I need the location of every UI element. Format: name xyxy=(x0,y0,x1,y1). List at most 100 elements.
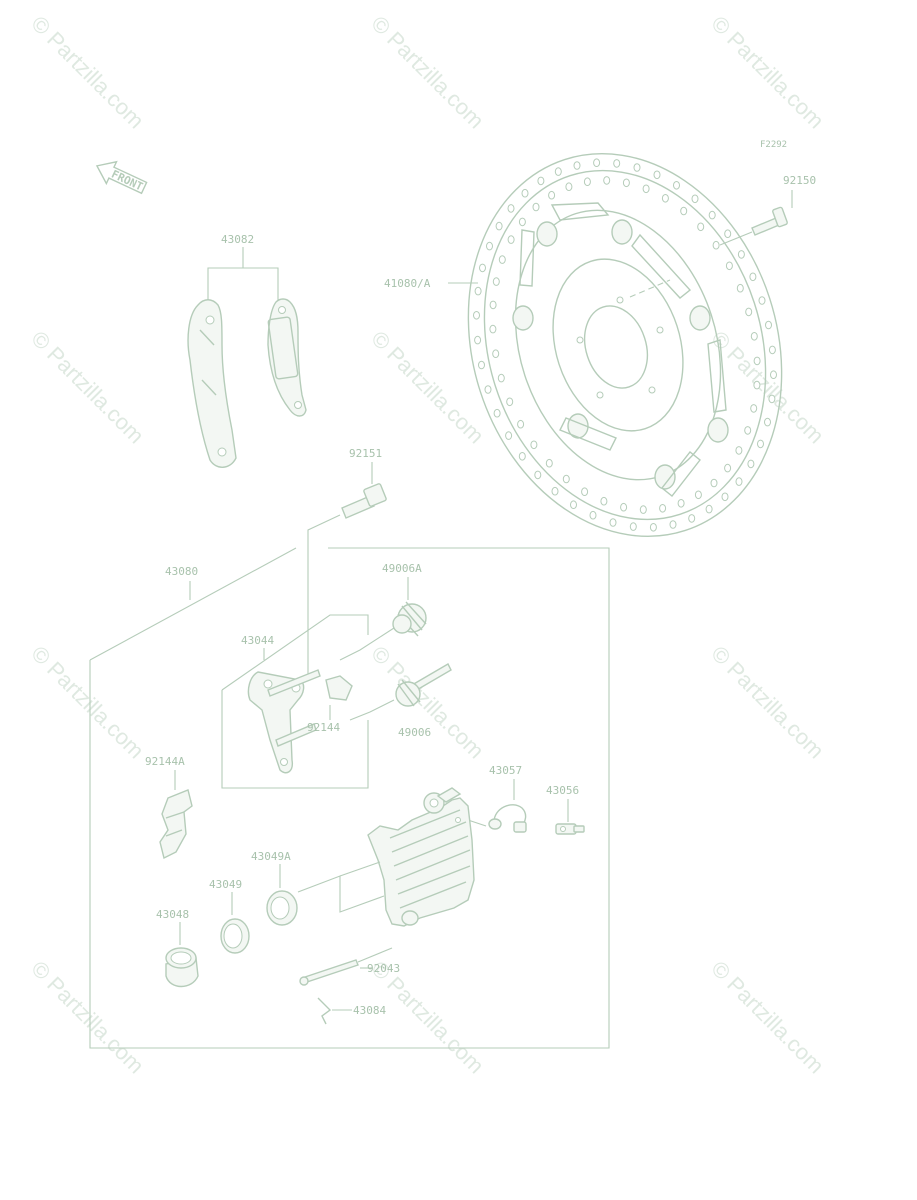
disc-drill-holes xyxy=(473,158,777,532)
label-49006a: 49006A xyxy=(382,562,422,575)
disc-drill-hole xyxy=(725,261,733,271)
disc-drill-hole xyxy=(705,504,713,514)
disc-drill-hole xyxy=(649,523,657,532)
disc-drill-hole xyxy=(629,522,637,531)
disc-drill-hole xyxy=(489,324,497,334)
disc-drill-hole xyxy=(613,159,621,168)
disc-bolt[interactable] xyxy=(751,206,788,236)
disc-drill-hole xyxy=(669,520,677,529)
pin-retaining-clip[interactable] xyxy=(317,997,332,1025)
brake-pad-right[interactable] xyxy=(267,298,307,417)
label-43084: 43084 xyxy=(353,1004,386,1017)
label-92144a: 92144A xyxy=(145,755,185,768)
disc-drill-hole xyxy=(507,204,515,213)
label-43056: 43056 xyxy=(546,784,579,797)
piston-seal-43049a[interactable] xyxy=(266,890,298,926)
disc-drill-hole xyxy=(489,300,497,310)
label-92150: 92150 xyxy=(783,174,816,187)
disc-drill-hole xyxy=(737,250,745,259)
disc-drill-hole xyxy=(765,320,772,330)
disc-drill-hole xyxy=(639,505,647,514)
disc-drill-hole xyxy=(562,474,570,484)
disc-drill-hole xyxy=(661,194,669,203)
disc-drill-hole xyxy=(603,176,611,185)
disc-drill-hole xyxy=(642,184,650,194)
disc-drill-hole xyxy=(710,478,718,488)
disc-drill-hole xyxy=(554,167,562,176)
disc-drill-hole xyxy=(768,345,776,355)
disc-drill-hole xyxy=(750,332,758,341)
label-92151: 92151 xyxy=(349,447,382,460)
disc-drill-hole xyxy=(758,296,766,305)
bleeder-hose[interactable] xyxy=(488,804,527,833)
label-43082: 43082 xyxy=(221,233,254,246)
disc-drill-hole xyxy=(473,311,480,320)
anti-rattle-spring[interactable] xyxy=(159,789,193,860)
label-92043: 92043 xyxy=(367,962,400,975)
watermark-layer: © Partzilla.com © Partzilla.com © Partzi… xyxy=(26,11,829,1079)
piston-seal-43049[interactable] xyxy=(220,918,250,954)
caliper-piston[interactable] xyxy=(165,947,199,988)
caliper-mount-bolt[interactable] xyxy=(341,483,387,519)
disc-drill-hole xyxy=(673,181,680,190)
caliper-bracket[interactable] xyxy=(247,669,321,774)
label-49006: 49006 xyxy=(398,726,431,739)
disc-drill-hole xyxy=(712,240,720,250)
disc-drill-hole xyxy=(744,426,752,435)
disc-drill-hole xyxy=(697,222,705,232)
dust-boot-49006a[interactable] xyxy=(392,601,427,637)
watermark: © Partzilla.com xyxy=(26,641,149,764)
front-arrow: FRONT xyxy=(95,160,148,195)
disc-drill-hole xyxy=(620,502,628,512)
disc-drill-hole xyxy=(497,373,505,383)
caliper-assembly-frame xyxy=(89,547,610,1049)
watermark: © Partzilla.com xyxy=(706,11,829,134)
disc-drill-hole xyxy=(498,255,506,264)
label-43049a: 43049A xyxy=(251,850,291,863)
disc-drill-hole xyxy=(691,194,699,204)
disc-drill-hole xyxy=(537,176,545,186)
disc-drill-hole xyxy=(478,360,485,370)
label-43080: 43080 xyxy=(165,565,198,578)
disc-drill-hole xyxy=(745,307,753,317)
bleeder-valve[interactable] xyxy=(555,823,585,835)
brake-disc[interactable] xyxy=(420,113,830,578)
disc-drill-hole xyxy=(517,419,525,429)
dust-boot-49006[interactable] xyxy=(395,663,452,707)
disc-drill-hole xyxy=(593,158,601,167)
disc-drill-hole xyxy=(747,459,755,469)
disc-drill-hole xyxy=(548,190,556,200)
disc-drill-hole xyxy=(750,404,758,413)
disc-drill-hole xyxy=(749,272,757,282)
disc-drill-hole xyxy=(518,452,526,461)
disc-drill-hole xyxy=(583,177,591,186)
caliper-body[interactable] xyxy=(367,787,475,927)
disc-drill-hole xyxy=(770,370,777,380)
disc-drill-hole xyxy=(677,499,685,508)
watermark: © Partzilla.com xyxy=(366,11,489,134)
disc-drill-hole xyxy=(507,235,515,244)
watermark: © Partzilla.com xyxy=(26,326,149,449)
disc-drill-hole xyxy=(573,161,581,170)
disc-drill-hole xyxy=(506,397,514,407)
disc-drill-hole xyxy=(736,283,744,293)
disc-drill-hole xyxy=(474,286,482,296)
disc-drill-hole xyxy=(600,496,608,506)
watermark: © Partzilla.com xyxy=(706,956,829,1079)
pad-spring-clip[interactable] xyxy=(325,675,353,701)
disc-drill-hole xyxy=(653,170,661,180)
brake-pad-left[interactable] xyxy=(187,299,237,468)
watermark: © Partzilla.com xyxy=(706,641,829,764)
disc-drill-hole xyxy=(609,518,617,527)
disc-drill-hole xyxy=(764,417,771,427)
watermark: © Partzilla.com xyxy=(26,11,149,134)
disc-drill-hole xyxy=(530,440,538,450)
front-arrow-shape xyxy=(95,160,148,195)
disc-drill-hole xyxy=(518,217,526,227)
disc-drill-hole xyxy=(688,514,696,523)
label-43048: 43048 xyxy=(156,908,189,921)
disc-drill-hole xyxy=(735,446,743,455)
disc-drill-hole xyxy=(581,487,589,497)
pad-pin[interactable] xyxy=(299,959,359,986)
